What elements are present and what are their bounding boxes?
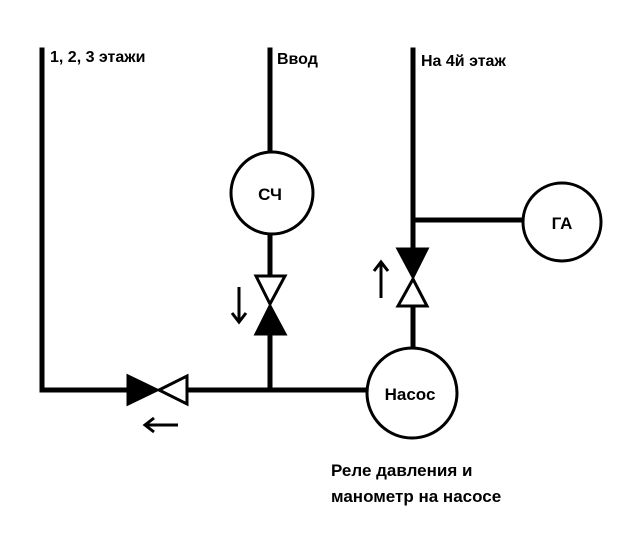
accumulator-circle <box>521 181 603 263</box>
note-line-1: Реле давления и <box>331 461 472 480</box>
pipes <box>39 47 527 393</box>
check-valve-main-icon <box>126 373 189 407</box>
meter-circle <box>229 150 315 236</box>
pump-circle <box>365 346 459 440</box>
check-valve-riser-icon <box>395 247 430 308</box>
check-valve-inlet-icon <box>253 274 288 336</box>
arrow-down-icon <box>230 287 248 325</box>
meter-label: СЧ <box>258 185 282 204</box>
meter: СЧ <box>229 150 315 236</box>
arrow-left-icon <box>142 416 178 434</box>
label-inlet: Ввод <box>277 51 318 68</box>
pump: Насос <box>365 346 459 440</box>
arrow-up-icon <box>372 259 390 298</box>
accumulator: ГА <box>521 181 603 263</box>
pump-label: Насос <box>385 385 436 404</box>
label-floors-1-3: 1, 2, 3 этажи <box>50 49 145 66</box>
label-floor-4: На 4й этаж <box>421 53 506 70</box>
accumulator-label: ГА <box>552 214 573 233</box>
note-line-2: манометр на насосе <box>331 487 501 506</box>
